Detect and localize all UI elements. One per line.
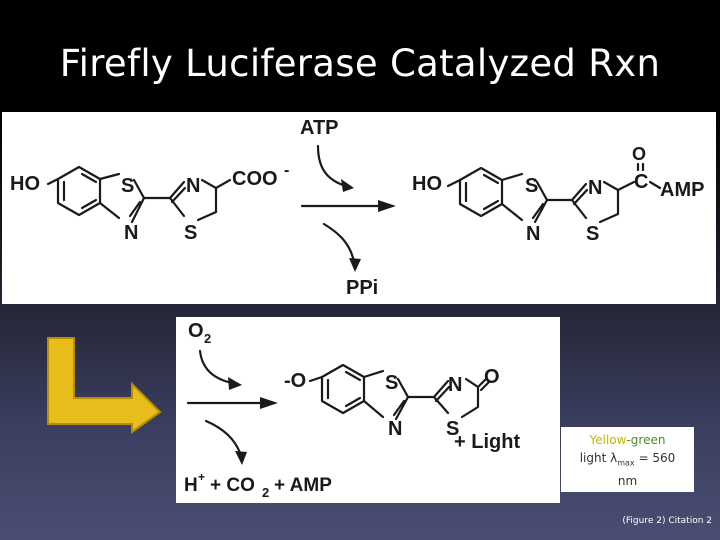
outgoing-curved-arrow	[204, 419, 242, 455]
oxygen-label: O	[484, 366, 500, 388]
carboxylate-label: COO	[232, 168, 278, 190]
gold-arrow-icon	[47, 337, 162, 434]
citation-text: (Figure 2) Citation 2	[622, 516, 712, 526]
nitrogen-label: N	[388, 418, 402, 440]
nitrogen-label: N	[588, 177, 602, 199]
reaction-scheme-2: O 2 -O S N N S O + Light H	[184, 320, 520, 500]
wavelength-value: = 560	[634, 451, 676, 465]
note-line-2: light λmax = 560	[561, 449, 694, 472]
reaction-arrow-2	[186, 349, 278, 465]
aromatic-bonds	[326, 370, 362, 408]
yellow-text: Yellow	[589, 433, 627, 447]
max-subscript: max	[617, 458, 635, 468]
oxygen-reagent: O 2	[188, 320, 211, 346]
carbonyl-double-bond	[636, 162, 645, 172]
sulfur-label: S	[446, 418, 459, 440]
light-lambda-text: light λ	[579, 451, 618, 465]
byproducts: H + + CO 2 + AMP	[184, 470, 332, 500]
nitrogen-label: N	[124, 222, 138, 244]
thiazole-bonds	[500, 172, 549, 224]
arrowhead	[349, 258, 361, 272]
thiazole-bonds	[362, 369, 410, 421]
thiazoline-bonds	[168, 178, 218, 222]
aromatic-bonds	[464, 173, 500, 211]
arrowhead	[228, 377, 242, 390]
slide-title: Firefly Luciferase Catalyzed Rxn	[59, 42, 661, 85]
carbonyl-double-bond	[476, 377, 491, 392]
gold-arrow-shape	[47, 337, 162, 434]
arrowhead	[378, 200, 396, 212]
oxygen-label: O	[632, 144, 646, 164]
reaction-arrow-1: ATP PPi	[300, 117, 396, 299]
bond	[308, 375, 324, 383]
hydroxyl-label: HO	[10, 173, 40, 195]
hydroxyl-label: HO	[412, 173, 442, 195]
light-label: + Light	[454, 431, 520, 453]
thiazoline-bonds	[570, 180, 620, 224]
bond	[648, 180, 662, 190]
co2-label: + CO	[210, 475, 255, 496]
arrowhead	[341, 179, 354, 192]
amp-label: + AMP	[274, 475, 332, 496]
arrowhead	[235, 451, 247, 465]
reaction-panel-2: O 2 -O S N N S O + Light H	[176, 317, 560, 503]
amp-label: AMP	[660, 179, 704, 201]
nitrogen-label: N	[448, 374, 462, 396]
oxyluciferin-structure: -O S N N S O	[284, 363, 500, 440]
oxide-label: -O	[284, 370, 306, 392]
luciferin-structure: HO S N N S COO -	[10, 162, 289, 244]
luciferyl-amp-structure: HO S N N S O C AMP	[412, 144, 704, 245]
incoming-curved-arrow	[198, 349, 234, 385]
subscript-label: 2	[204, 331, 211, 346]
nitrogen-label: N	[526, 223, 540, 245]
outgoing-curved-arrow	[322, 222, 356, 264]
bond	[616, 180, 636, 192]
incoming-curved-arrow	[316, 144, 348, 188]
sulfur-label: S	[184, 222, 197, 244]
thiazole-bonds	[98, 172, 146, 224]
ppi-label: PPi	[346, 277, 378, 299]
thiazolone-bonds	[432, 377, 480, 419]
bond	[46, 177, 60, 186]
reaction-panel-1: HO S N N S COO - ATP PPi	[2, 112, 716, 304]
arrowhead	[260, 397, 278, 409]
reaction-scheme-1: HO S N N S COO - ATP PPi	[10, 117, 704, 299]
sulfur-label: S	[525, 175, 538, 197]
note-line-1: Yellow-green	[561, 431, 694, 449]
charge-label: -	[284, 162, 289, 179]
sulfur-label: S	[385, 372, 398, 394]
green-text: -green	[626, 433, 666, 447]
sulfur-label: S	[121, 175, 134, 197]
bond	[214, 178, 232, 190]
carbon-label: C	[634, 171, 648, 193]
emission-note: Yellow-green light λmax = 560 nm	[561, 427, 694, 492]
sulfur-label: S	[586, 223, 599, 245]
note-line-3: nm	[617, 474, 638, 489]
atp-label: ATP	[300, 117, 339, 139]
proton-label: H	[184, 475, 198, 496]
bond	[446, 178, 462, 188]
charge-label: +	[198, 470, 205, 484]
nitrogen-label: N	[186, 175, 200, 197]
oxygen-label: O	[188, 320, 204, 342]
subscript-label: 2	[262, 485, 269, 500]
aromatic-bonds	[62, 172, 98, 210]
